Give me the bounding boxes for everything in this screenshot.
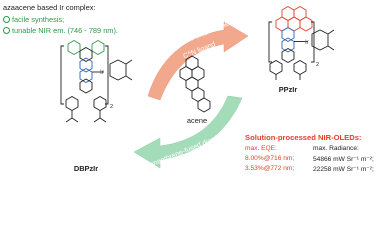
feature-text: tunable NIR em. (746 - 789 nm). [12, 26, 118, 35]
feature-synthesis: facile synthesis; [3, 15, 64, 24]
radiance-header: max. Radiance: [313, 145, 359, 152]
feature-text: facile synthesis; [12, 15, 65, 24]
header-title: azaacene based Ir complex: [3, 3, 96, 12]
eqe-header: max. EQE: [245, 145, 277, 152]
acene-structure [179, 55, 211, 113]
ppzir-label: PPzIr [279, 85, 298, 94]
ppzir-ir-label: Ir [305, 39, 310, 46]
pyrazine-unit [281, 26, 295, 53]
oled-title: Solution-processed NIR-OLEDs: [245, 133, 362, 142]
graphical-abstract: azaacene based Ir complex: facile synthe… [3, 3, 374, 173]
arrow-bottom: C^N ligand phenanthrene-fused diazaacene [133, 95, 243, 172]
dbpzir-subscript: 2 [110, 104, 113, 110]
dbp-pyrazine-unit [79, 57, 93, 84]
smile-icon [3, 16, 10, 23]
dbpzir-ir-label: Ir [100, 69, 105, 76]
diagram-canvas: pyrene-fused diazaacene C^N ligand C^N l… [60, 5, 335, 173]
eqe-value-1: 8.00%@716 nm; [245, 155, 295, 162]
eqe-value-2: 3.53%@772 nm; [245, 165, 295, 172]
pyrene-unit [275, 5, 313, 32]
molecule-dbpzir [60, 39, 133, 123]
radiance-value-1: 54866 mW Sr⁻¹ m⁻²; [313, 156, 374, 163]
feature-emission: tunable NIR em. (746 - 789 nm). [3, 26, 118, 35]
radiance-value-2: 22258 mW Sr⁻¹ m⁻²; [313, 166, 374, 173]
ppzir-subscript: 2 [316, 62, 319, 68]
smile-icon [3, 27, 10, 34]
dbpzir-label: DBPzIr [74, 164, 98, 173]
acene-label: acene [187, 116, 207, 125]
molecule-ppzir [268, 5, 335, 80]
